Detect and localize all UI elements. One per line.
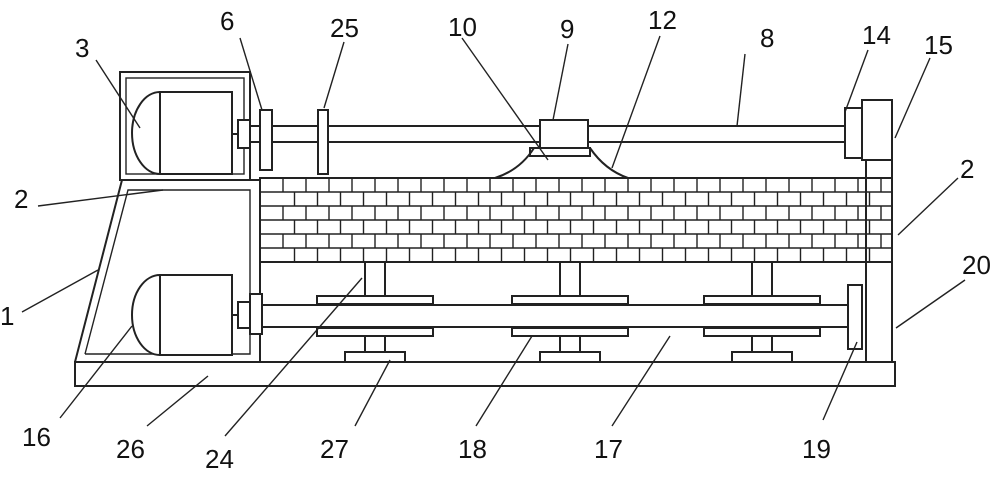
lower-right-bearing-19 bbox=[847, 284, 863, 350]
label-2-left: 2 bbox=[14, 184, 28, 214]
label-16: 16 bbox=[22, 422, 51, 452]
label-14: 14 bbox=[862, 20, 891, 50]
guide-curve-10 bbox=[494, 147, 535, 179]
label-18: 18 bbox=[458, 434, 487, 464]
label-3: 3 bbox=[75, 33, 89, 63]
upper-bearing-6 bbox=[259, 109, 273, 171]
label-26: 26 bbox=[116, 434, 145, 464]
disc-top-3 bbox=[703, 295, 821, 305]
lower-bearing bbox=[249, 293, 263, 335]
label-17: 17 bbox=[594, 434, 623, 464]
foot-1 bbox=[344, 351, 406, 363]
label-1: 1 bbox=[0, 301, 14, 331]
disc-bottom-1 bbox=[316, 327, 434, 337]
label-9: 9 bbox=[560, 14, 574, 44]
foot-3 bbox=[731, 351, 793, 363]
leader-lines bbox=[21, 35, 966, 437]
upper-bracket-25 bbox=[317, 109, 329, 175]
disc-bottom-2 bbox=[511, 327, 629, 337]
support-columns bbox=[316, 261, 821, 363]
lower-shaft bbox=[260, 304, 848, 328]
label-19: 19 bbox=[802, 434, 831, 464]
support-column-upper-1 bbox=[364, 261, 386, 297]
support-column-upper-2 bbox=[559, 261, 581, 297]
label-24: 24 bbox=[205, 444, 234, 474]
label-15: 15 bbox=[924, 30, 953, 60]
label-8: 8 bbox=[760, 23, 774, 53]
label-27: 27 bbox=[320, 434, 349, 464]
slider-plate bbox=[529, 147, 591, 157]
disc-bottom-3 bbox=[703, 327, 821, 337]
slider-block-9 bbox=[539, 119, 589, 149]
label-6: 6 bbox=[220, 6, 234, 36]
support-column-upper-3 bbox=[751, 261, 773, 297]
disc-top-2 bbox=[511, 295, 629, 305]
label-20: 20 bbox=[962, 250, 991, 280]
guide-curve-12 bbox=[589, 147, 629, 179]
right-frame bbox=[861, 99, 893, 362]
brick-conveyor bbox=[259, 177, 893, 263]
label-2-right: 2 bbox=[960, 154, 974, 184]
part-labels: 1 2 2 3 6 25 10 9 12 8 14 15 20 16 26 24… bbox=[0, 5, 991, 474]
foot-2 bbox=[539, 351, 601, 363]
base-plate bbox=[74, 361, 896, 387]
disc-top-1 bbox=[316, 295, 434, 305]
upper-right-bearing-14 bbox=[844, 107, 863, 159]
label-10: 10 bbox=[448, 12, 477, 42]
upper-motor bbox=[131, 90, 251, 176]
lower-motor bbox=[131, 273, 251, 357]
label-12: 12 bbox=[648, 5, 677, 35]
label-25: 25 bbox=[330, 13, 359, 43]
